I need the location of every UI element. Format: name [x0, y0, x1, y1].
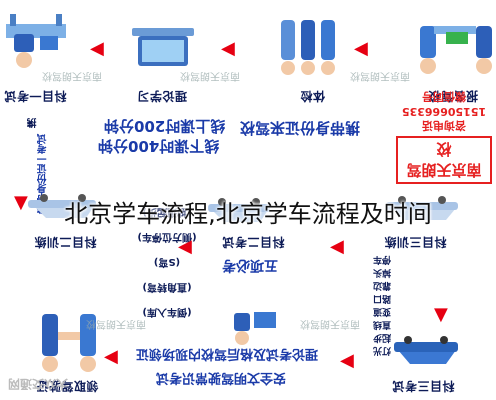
label-subject2-train: 科目二训练 — [34, 235, 97, 249]
label-medical: 体检 — [300, 89, 326, 103]
note-s3-pass: 理论考试及格后驾校内现场领证 — [136, 346, 319, 361]
watermark: 南京天朗驾校 — [180, 70, 240, 81]
note-safety: 安全文明驾驶常识考试 — [156, 370, 287, 385]
person-at-desk-icon — [6, 14, 66, 68]
s1-side-item: 证 — [38, 164, 49, 174]
five-item: (直角转弯) — [142, 281, 192, 292]
five-item: (侧方位停车) — [137, 231, 197, 242]
s1-side-item: 一 — [38, 154, 49, 164]
note-class-upper: 线上课时200分钟 — [104, 117, 226, 135]
handshake-icon — [42, 314, 96, 372]
brand-name: 南京天朗驾校 — [396, 136, 492, 184]
watermark: 南京天朗驾校 — [350, 70, 410, 81]
arrow-left-icon: ◀ — [330, 236, 344, 257]
s3-item: 变道 — [373, 306, 392, 316]
car-icon — [394, 336, 458, 364]
brand-wechat: 微信同号 — [422, 90, 466, 103]
arrow-left-icon: ◀ — [354, 38, 368, 59]
arrow-left-icon: ◀ — [340, 350, 354, 371]
s1-side-item: 考 — [38, 144, 49, 154]
label-subject1-exam: 科目一考试 — [4, 89, 67, 103]
s3-item: 直线 — [373, 319, 392, 329]
note-id-card: 携带身份证来驾校 — [240, 119, 361, 137]
person-at-desk-icon — [234, 312, 276, 345]
footer-brand: 大众交通网 — [8, 377, 69, 391]
arrow-left-icon: ◀ — [90, 38, 104, 59]
s1-side-item: 试 — [38, 134, 49, 144]
arrow-down-icon: ▼ — [14, 192, 28, 213]
label-subject3-train: 科目三训练 — [384, 235, 447, 249]
label-subject2-exam: 科目二考试 — [222, 235, 285, 249]
arrow-left-icon: ◀ — [221, 38, 235, 59]
s3-item: 掉头 — [373, 267, 392, 277]
arrow-left-icon: ◀ — [178, 236, 192, 257]
s3-item: 路口 — [373, 293, 392, 303]
brand-block: 南京天朗驾校 咨询电话 15150666335 微信同号 — [396, 90, 492, 184]
car-icon — [28, 194, 96, 218]
label-subject3-exam: 科目三考试 — [392, 379, 455, 393]
brand-phone-label: 咨询电话 — [422, 119, 466, 132]
s1-side-item: 身份 — [38, 174, 49, 194]
arrow-down-icon: ▼ — [434, 304, 448, 325]
note-five-items: 五项必考 — [222, 257, 278, 273]
watermark: 南京天朗驾校 — [86, 318, 146, 329]
arrow-left-icon: ◀ — [104, 346, 118, 367]
label-theory: 理论学习 — [137, 89, 188, 103]
handshake-icon — [420, 26, 492, 74]
brand-phone: 15150666335 — [401, 105, 487, 118]
people-group-icon — [281, 20, 335, 75]
laptop-icon — [132, 28, 194, 66]
car-icon — [386, 196, 458, 220]
overlay-title: 北京学车流程,北京学车流程及时间 — [64, 200, 432, 228]
s3-item: 靠边 — [373, 280, 392, 290]
watermark: 南京天朗驾校 — [42, 70, 102, 81]
s3-item: 停车 — [373, 254, 392, 264]
five-item: (S弯) — [153, 256, 181, 267]
car-icon — [208, 198, 270, 222]
watermark: 南京天朗驾校 — [300, 318, 360, 329]
note-class-lower: 线下课时400分钟 — [98, 137, 220, 155]
